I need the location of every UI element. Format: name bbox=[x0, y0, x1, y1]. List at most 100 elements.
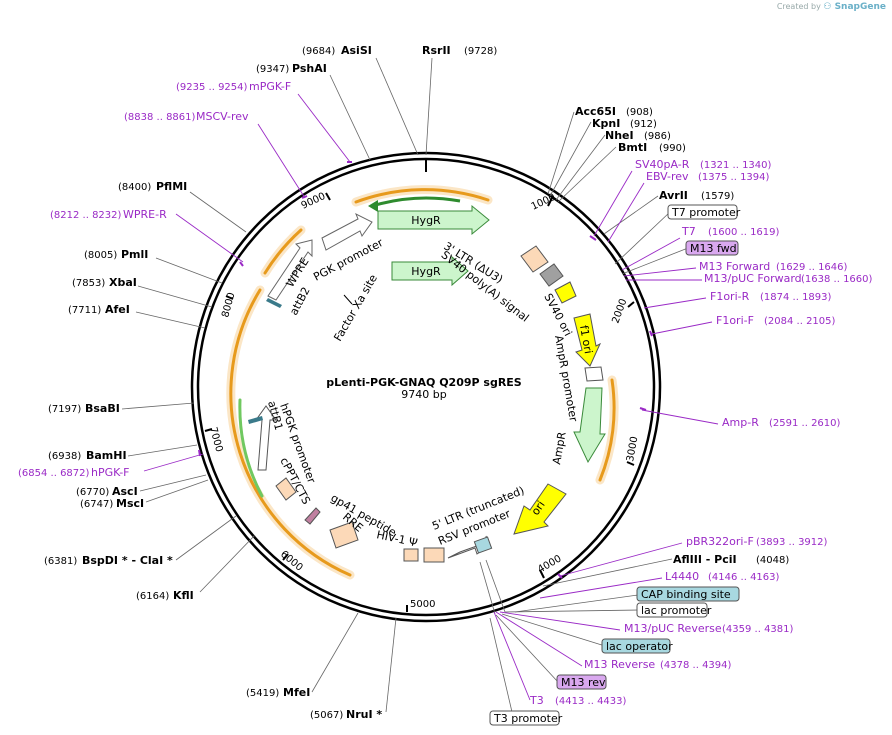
hiv-psi-box-2 bbox=[403, 548, 419, 562]
primer-f1ori-f-name: F1ori-F bbox=[716, 314, 754, 327]
primer-mpgk-f-name: mPGK-F bbox=[249, 80, 291, 93]
sv40-ori-box bbox=[554, 281, 577, 304]
primer-sv40pa-r-range: (1321 .. 1340) bbox=[700, 160, 772, 171]
leader-lac-promoter bbox=[504, 609, 641, 613]
tick-label-8000: 8000 bbox=[220, 291, 237, 318]
primer-mpgk-f-range: (9235 .. 9254) bbox=[176, 82, 248, 93]
leader-kfli bbox=[199, 534, 256, 593]
leader-pbr322ori-f bbox=[559, 542, 683, 577]
leader-rsrii bbox=[425, 57, 433, 156]
leader-asisi bbox=[375, 57, 419, 156]
tick-label-1000: 1000 bbox=[530, 192, 558, 213]
left-enzyme-labels: (9684) AsiSI (9347) PshAI (8400) PflMI (… bbox=[44, 44, 382, 721]
factor-xa-mark bbox=[343, 294, 353, 305]
leader-m13-reverse bbox=[495, 611, 583, 667]
leader-mscv-rev bbox=[257, 123, 306, 199]
leader-afei bbox=[135, 311, 206, 329]
attb2-label: attB2 bbox=[287, 285, 313, 318]
band-green bbox=[238, 398, 264, 498]
site-avrii-name: AvrII bbox=[659, 189, 688, 202]
site-mfei-pos: (5419) bbox=[246, 688, 279, 699]
leader-mpgk-f bbox=[297, 93, 351, 163]
box-cap-binding-site-label: CAP binding site bbox=[641, 588, 731, 601]
ori-arrow bbox=[513, 483, 567, 535]
leader-f1ori-f bbox=[651, 321, 713, 335]
site-msci-name: MscI bbox=[116, 497, 144, 510]
leader-ltr-group-1 bbox=[479, 561, 496, 615]
leader-l4440 bbox=[539, 577, 663, 599]
leader-bmti bbox=[557, 146, 617, 203]
box-m13-rev-label: M13 rev bbox=[561, 676, 606, 689]
primer-amp-r-name: Amp-R bbox=[722, 416, 759, 429]
site-afliii-name: AflIII - PciI bbox=[673, 553, 737, 566]
primer-amp-r-range: (2591 .. 2610) bbox=[769, 418, 841, 429]
primer-ebv-rev-range: (1375 .. 1394) bbox=[698, 172, 770, 183]
leader-lac-operator bbox=[501, 613, 606, 647]
tick-6000 bbox=[282, 553, 289, 561]
box-t3-promoter-label: T3 promoter bbox=[493, 712, 563, 725]
site-kpni-name: KpnI bbox=[592, 117, 620, 130]
tick-label-7000: 7000 bbox=[207, 426, 224, 453]
primer-m13-puc-reverse-range: (4359 .. 4381) bbox=[722, 624, 794, 635]
leader-asci bbox=[139, 474, 207, 492]
watermark-created-by: Created by bbox=[776, 2, 821, 11]
leader-t7-primer bbox=[621, 237, 681, 271]
box-m13-rev bbox=[556, 674, 607, 690]
leader-afliii bbox=[542, 558, 673, 587]
mark-sv40pa-r bbox=[589, 235, 597, 241]
site-bamhi-pos: (6938) bbox=[48, 451, 81, 462]
site-pmli-pos: (8005) bbox=[84, 250, 117, 261]
site-afei-pos: (7711) bbox=[68, 305, 101, 316]
site-xbai-name: XbaI bbox=[109, 276, 137, 289]
top-green-arrowhead bbox=[368, 200, 378, 212]
cppt-box bbox=[275, 477, 297, 501]
site-pshai-pos: (9347) bbox=[256, 64, 289, 75]
primer-pbr322ori-f-range: (3893 .. 3912) bbox=[756, 537, 828, 548]
mark-wpre-r bbox=[239, 261, 244, 267]
ampr-label: AmpR bbox=[550, 431, 569, 466]
primer-t7-name: T7 bbox=[681, 225, 696, 238]
primer-hpgk-f-name: hPGK-F bbox=[91, 466, 129, 479]
attb1-mark bbox=[248, 416, 263, 424]
leader-ebv-rev bbox=[607, 182, 645, 243]
leader-bspdi bbox=[175, 515, 237, 561]
site-acc65i-name: Acc65I bbox=[575, 105, 616, 118]
site-asci-pos: (6770) bbox=[76, 487, 109, 498]
primer-m13-reverse-range: (4378 .. 4394) bbox=[660, 660, 732, 671]
primer-m13-puc-forward-range: (1638 .. 1660) bbox=[801, 274, 873, 285]
leader-mfei bbox=[311, 612, 359, 693]
primer-ebv-rev-name: EBV-rev bbox=[646, 170, 689, 183]
site-pmli-name: PmlI bbox=[121, 248, 148, 261]
ampr-arrow bbox=[573, 387, 606, 464]
ltr3-box bbox=[520, 245, 549, 273]
ampr-promoter-box bbox=[584, 366, 604, 382]
primer-m13-forward-name: M13 Forward bbox=[699, 260, 770, 273]
primer-wpre-r-name: WPRE-R bbox=[123, 208, 167, 221]
snapgene-watermark: Created by ⚇ SnapGene bbox=[777, 2, 886, 12]
leader-m13-forward bbox=[623, 267, 697, 277]
tick-2000 bbox=[627, 301, 635, 308]
left-primer-labels: (9235 .. 9254) mPGK-F (8838 .. 8861) MSC… bbox=[18, 80, 291, 479]
mark-amp-r bbox=[639, 407, 647, 411]
site-rsrii-pos: (9728) bbox=[464, 46, 497, 57]
primer-m13-puc-forward-name: M13/pUC Forward bbox=[704, 272, 802, 285]
tick-label-5000: 5000 bbox=[410, 599, 435, 610]
site-afliii-pos: (4048) bbox=[756, 555, 789, 566]
hiv-psi-box bbox=[423, 547, 445, 563]
box-lac-promoter-label: lac promoter bbox=[641, 604, 712, 617]
tick-4000 bbox=[539, 569, 545, 579]
site-pshai-name: PshAI bbox=[292, 62, 327, 75]
box-m13-fwd bbox=[685, 240, 739, 256]
band-left bbox=[229, 288, 352, 577]
primer-wpre-r-range: (8212 .. 8232) bbox=[50, 210, 122, 221]
leader-lines bbox=[121, 57, 689, 713]
leader-ltr-group-2 bbox=[485, 559, 506, 613]
primer-mscv-rev-range: (8838 .. 8861) bbox=[124, 112, 196, 123]
mark-f1ori-f bbox=[649, 330, 653, 337]
tick-label-3000: 3000 bbox=[625, 436, 640, 463]
attb2-mark bbox=[266, 298, 282, 308]
site-nhei-name: NheI bbox=[605, 129, 634, 142]
site-mfei-name: MfeI bbox=[283, 686, 310, 699]
site-pflmi-pos: (8400) bbox=[118, 182, 151, 193]
